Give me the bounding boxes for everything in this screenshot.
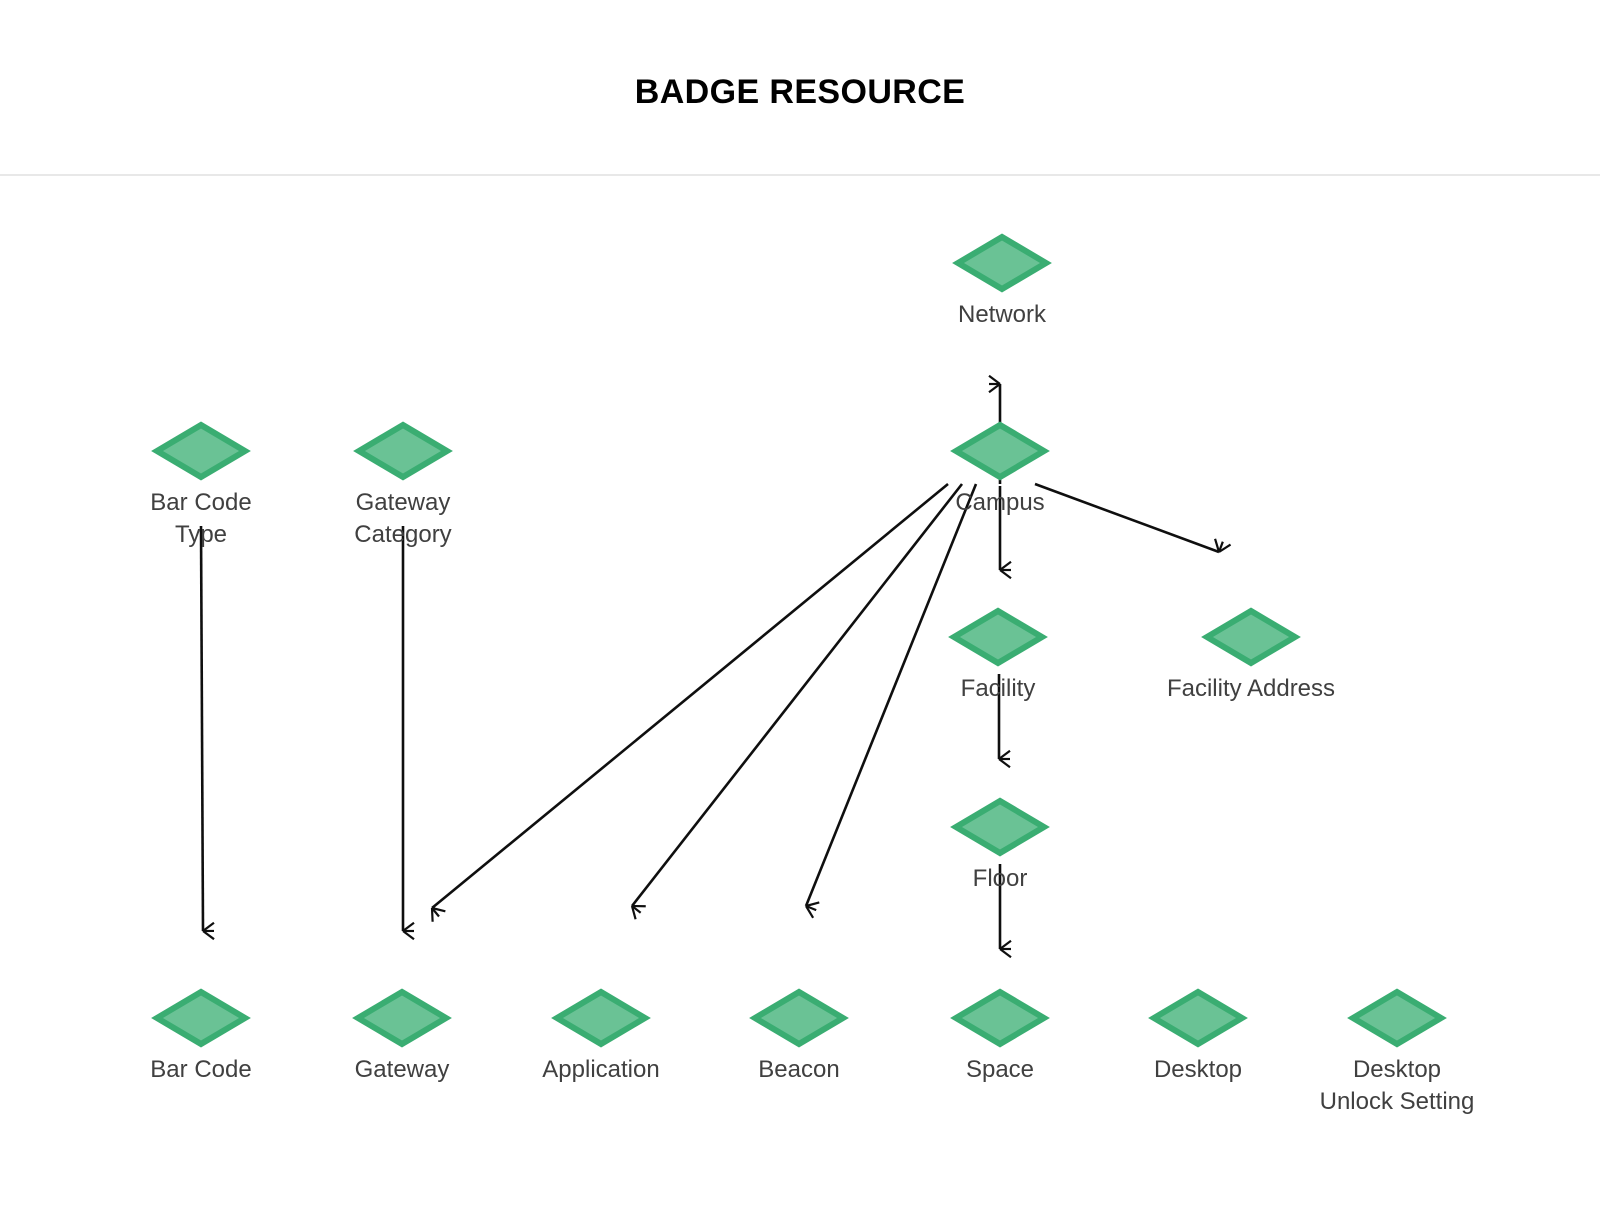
edge-network-gateway [430,482,949,922]
node-space[interactable]: Space [890,986,1110,1086]
diamond-icon [352,988,452,1048]
node-label-campus: Campus [955,489,1045,516]
diamond-icon [1148,988,1248,1048]
node-label-desktop: Desktop [1153,1056,1243,1083]
node-label-gateway: Gateway [354,1056,450,1083]
node-beacon[interactable]: Beacon [689,986,909,1086]
node-gateway[interactable]: Gateway [292,986,512,1086]
node-network[interactable]: Network [892,231,1112,331]
node-label-bar-code-type: Bar Code Type [150,489,252,548]
node-facility[interactable]: Facility [888,605,1108,705]
diamond-icon [1201,607,1301,667]
diamond-icon [151,421,251,481]
page-header: BADGE RESOURCE [0,0,1600,176]
diamond-icon [151,988,251,1048]
diamond-icon [353,421,453,481]
node-application[interactable]: Application [491,986,711,1086]
node-label-gateway-category: Gateway Category [354,489,452,548]
diamond-icon [551,988,651,1048]
node-bar-code-type[interactable]: Bar Code Type [91,419,311,551]
node-label-space: Space [965,1056,1035,1083]
node-label-network: Network [957,301,1047,328]
node-label-desktop-unlock: Desktop Unlock Setting [1319,1056,1475,1115]
edge-network-facility-address [1034,482,1232,554]
diamond-icon [950,988,1050,1048]
diamond-icon [952,233,1052,293]
node-label-facility: Facility [960,675,1036,702]
node-desktop[interactable]: Desktop [1088,986,1308,1086]
edge-bar-code-type-bar-code [199,525,215,941]
diamond-icon [948,607,1048,667]
node-label-beacon: Beacon [758,1056,840,1083]
node-label-facility-address: Facility Address [1166,675,1336,702]
node-campus[interactable]: Campus [890,419,1110,519]
edge-network-application [630,483,964,920]
node-gateway-category[interactable]: Gateway Category [293,419,513,551]
node-label-bar-code: Bar Code [150,1056,252,1083]
node-label-floor: Floor [972,865,1028,892]
node-bar-code[interactable]: Bar Code [91,986,311,1086]
node-facility-address[interactable]: Facility Address [1141,605,1361,705]
edge-network-beacon [804,483,978,919]
node-label-application: Application [542,1056,660,1083]
diamond-icon [950,421,1050,481]
diamond-icon [950,797,1050,857]
node-desktop-unlock[interactable]: Desktop Unlock Setting [1287,986,1507,1118]
diamond-icon [749,988,849,1048]
node-floor[interactable]: Floor [890,795,1110,895]
diamond-icon [1347,988,1447,1048]
page-title: BADGE RESOURCE [634,73,966,111]
